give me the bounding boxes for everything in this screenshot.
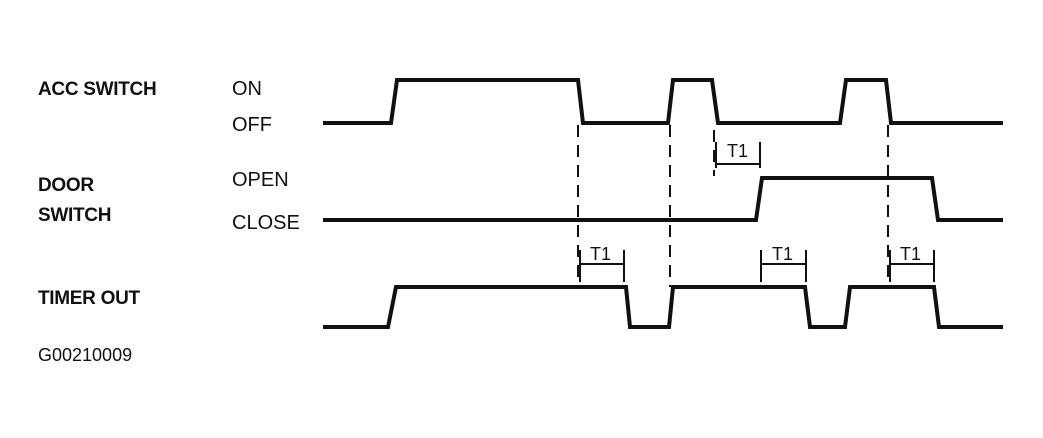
door-open-label: OPEN: [232, 169, 289, 191]
figure-id: G00210009: [38, 345, 132, 365]
timer-out-label: TIMER OUT: [38, 288, 140, 309]
t1-label: T1: [590, 244, 611, 264]
t1-marker-1: T1: [715, 141, 761, 168]
acc-off-label: OFF: [232, 114, 272, 136]
t1-marker-2: T1: [579, 244, 625, 282]
acc-switch-waveform: [323, 78, 1003, 125]
t1-label: T1: [727, 141, 748, 161]
door-close-label: CLOSE: [232, 212, 300, 234]
door-switch-label-line2: SWITCH: [38, 205, 111, 226]
t1-marker-4: T1: [889, 244, 935, 282]
timer-out-waveform: [323, 285, 1003, 329]
t1-label: T1: [900, 244, 921, 264]
acc-on-label: ON: [232, 78, 262, 100]
door-switch-label-line1: DOOR: [38, 175, 94, 196]
door-switch-waveform: [323, 176, 1003, 222]
t1-label: T1: [772, 244, 793, 264]
t1-marker-3: T1: [760, 244, 807, 282]
acc-switch-label: ACC SWITCH: [38, 79, 156, 100]
